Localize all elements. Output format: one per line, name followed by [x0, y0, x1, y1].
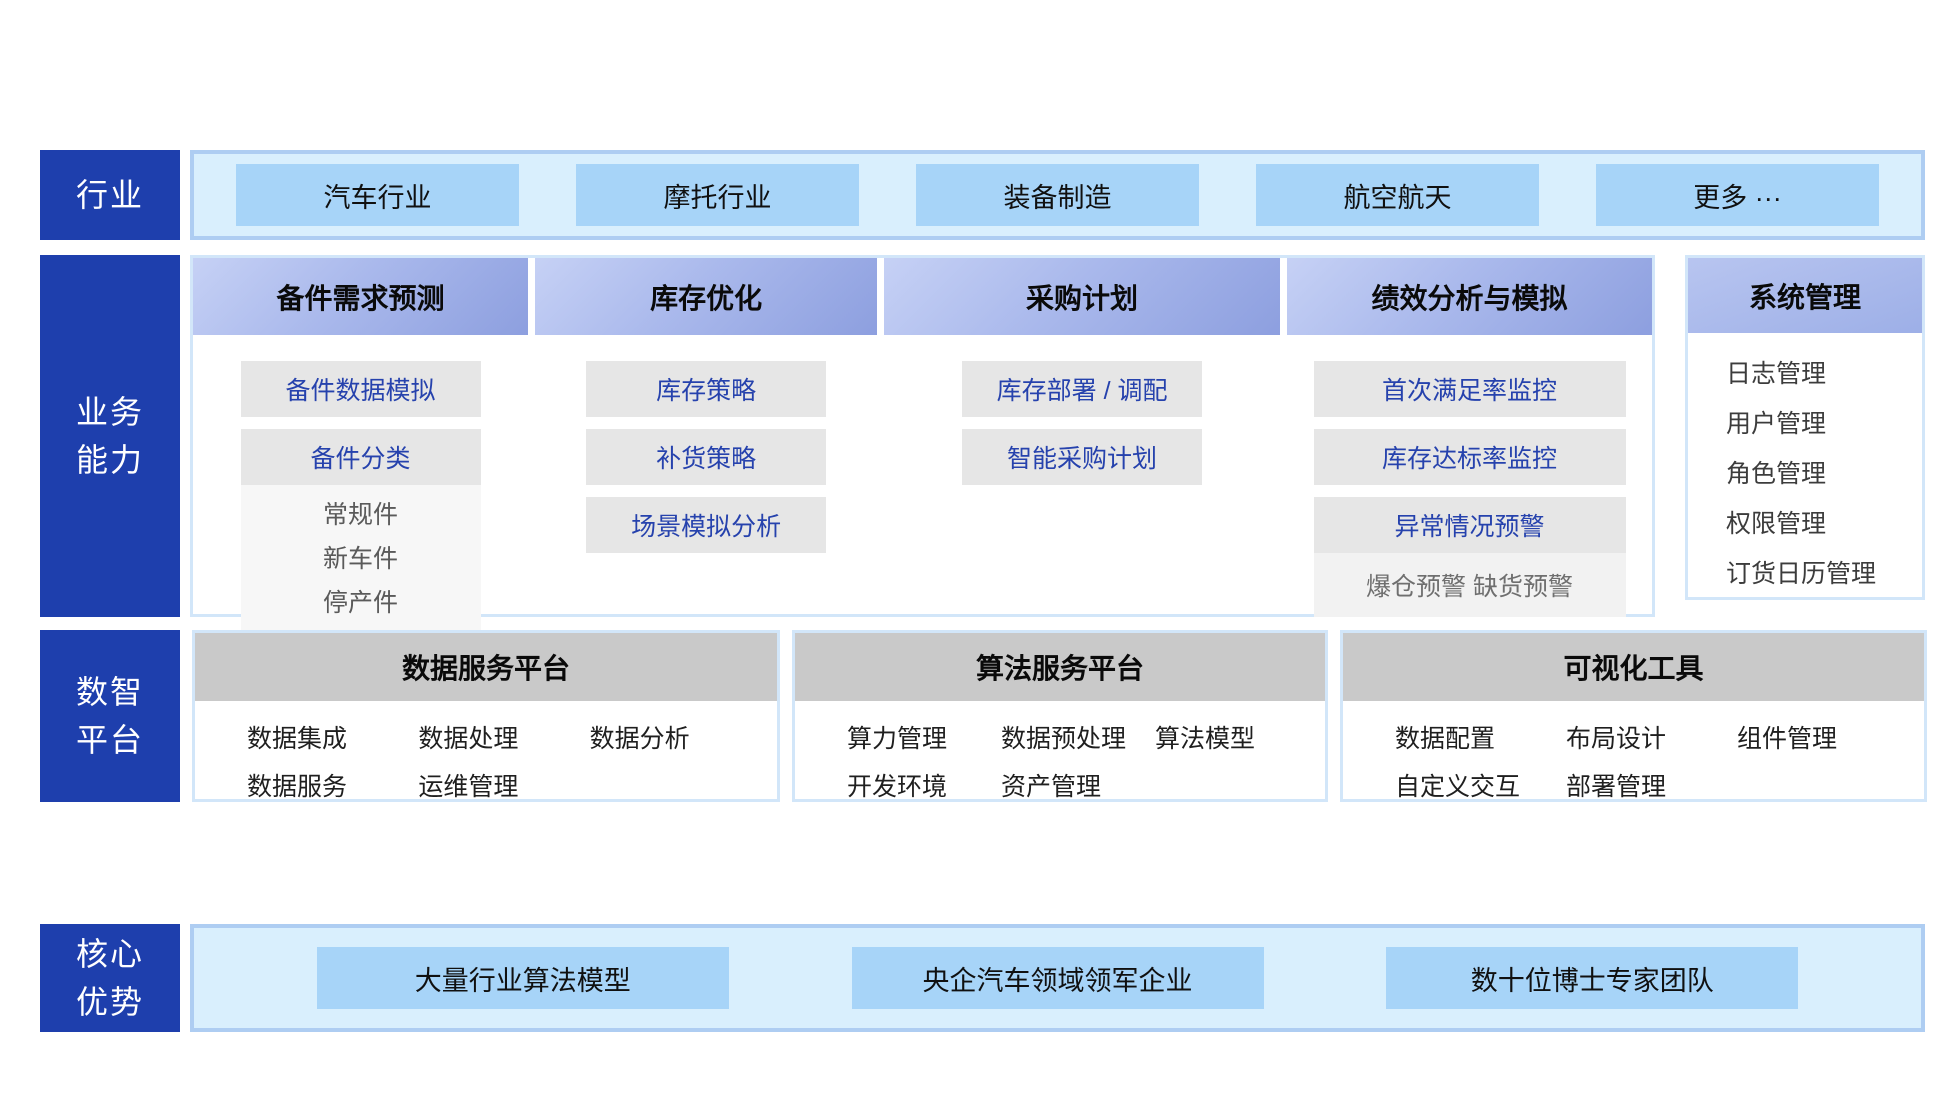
- item-dev-environment: 开发环境: [847, 773, 948, 801]
- data-service-platform-header: 数据服务平台: [195, 633, 777, 701]
- item-data-preprocessing: 数据预处理: [1001, 725, 1127, 753]
- item-component-management: 组件管理: [1737, 725, 1838, 753]
- row-label-advantage-line1: 核心: [75, 936, 144, 972]
- industry-chip-automotive: 汽车行业: [236, 164, 519, 226]
- row-label-business-line1: 业务: [75, 394, 144, 430]
- column-header-performance-analysis: 绩效分析与模拟: [1287, 258, 1652, 335]
- item-layout-design: 布局设计: [1566, 725, 1667, 753]
- item-inventory-strategy: 库存策略: [586, 361, 827, 417]
- item-data-analysis: 数据分析: [589, 725, 690, 753]
- algorithm-service-platform-header: 算法服务平台: [795, 633, 1325, 701]
- item-scenario-simulation-analysis: 场景模拟分析: [586, 497, 827, 553]
- item-first-fill-rate-monitoring: 首次满足率监控: [1313, 361, 1626, 417]
- row-label-business-capability: 业务 能力: [40, 255, 180, 617]
- column-header-inventory-optimization: 库存优化: [535, 258, 878, 335]
- item-permission-management: 权限管理: [1726, 510, 1827, 538]
- part-type-discontinued: 停产件: [323, 589, 399, 617]
- item-overstock-shortage-alert: 爆仓预警 缺货预警: [1313, 553, 1626, 617]
- core-advantages-band: 大量行业算法模型 央企汽车领域领军企业 数十位博士专家团队: [190, 924, 1925, 1032]
- column-header-spare-parts-forecast: 备件需求预测: [193, 258, 529, 335]
- row-label-business-line2: 能力: [75, 442, 144, 478]
- column-performance-analysis: 绩效分析与模拟 首次满足率监控 库存达标率监控 异常情况预警 爆仓预警 缺货预警: [1287, 258, 1652, 637]
- part-type-regular: 常规件: [323, 501, 399, 529]
- item-user-management: 用户管理: [1726, 410, 1827, 438]
- item-data-integration: 数据集成: [247, 725, 348, 753]
- row-label-digital-platform: 数智 平台: [40, 630, 180, 802]
- visualization-tools-header: 可视化工具: [1343, 633, 1924, 701]
- algorithm-service-platform-items: 算力管理 数据预处理 算法模型 开发环境 资产管理: [795, 701, 1325, 803]
- row-label-platform-line2: 平台: [75, 722, 144, 758]
- item-order-calendar-management: 订货日历管理: [1726, 560, 1877, 588]
- data-service-platform-items: 数据集成 数据处理 数据分析 数据服务 运维管理: [195, 701, 777, 803]
- column-inventory-optimization: 库存优化 库存策略 补货策略 场景模拟分析: [535, 258, 878, 637]
- item-smart-procurement-plan: 智能采购计划: [962, 429, 1203, 485]
- data-service-platform-panel: 数据服务平台 数据集成 数据处理 数据分析 数据服务 运维管理: [192, 630, 780, 802]
- item-algorithm-model: 算法模型: [1155, 725, 1256, 753]
- item-role-management: 角色管理: [1726, 460, 1827, 488]
- row-label-core-advantages: 核心 优势: [40, 924, 180, 1032]
- item-spare-parts-classification: 备件分类: [240, 429, 481, 485]
- part-type-new-vehicle: 新车件: [323, 545, 399, 573]
- industry-chip-aerospace: 航空航天: [1256, 164, 1539, 226]
- item-spare-parts-data-simulation: 备件数据模拟: [240, 361, 481, 417]
- advantage-chip-phd-team: 数十位博士专家团队: [1386, 947, 1799, 1009]
- item-data-configuration: 数据配置: [1395, 725, 1496, 753]
- row-label-platform-line1: 数智: [75, 674, 144, 710]
- item-replenishment-strategy: 补货策略: [586, 429, 827, 485]
- row-label-advantage-line2: 优势: [75, 984, 144, 1020]
- advantage-chip-algorithm-models: 大量行业算法模型: [316, 947, 729, 1009]
- row-label-industry: 行业: [40, 150, 180, 240]
- system-management-header: 系统管理: [1688, 258, 1922, 333]
- item-data-service: 数据服务: [247, 773, 348, 801]
- row-label-industry-text: 行业: [75, 177, 144, 213]
- industry-chip-motorcycle: 摩托行业: [576, 164, 859, 226]
- item-data-processing: 数据处理: [418, 725, 519, 753]
- item-inventory-deployment-allocation: 库存部署 / 调配: [962, 361, 1203, 417]
- spare-parts-type-list: 常规件 新车件 停产件: [240, 485, 481, 637]
- item-ops-management: 运维管理: [418, 773, 519, 801]
- item-compute-management: 算力管理: [847, 725, 948, 753]
- visualization-tools-items: 数据配置 布局设计 组件管理 自定义交互 部署管理: [1343, 701, 1924, 803]
- item-asset-management: 资产管理: [1001, 773, 1102, 801]
- visualization-tools-panel: 可视化工具 数据配置 布局设计 组件管理 自定义交互 部署管理: [1340, 630, 1927, 802]
- system-management-list: 日志管理 用户管理 角色管理 权限管理 订货日历管理: [1688, 333, 1922, 599]
- column-procurement-plan: 采购计划 库存部署 / 调配 智能采购计划: [884, 258, 1280, 637]
- industry-chip-more: 更多 ···: [1596, 164, 1879, 226]
- advantage-chip-leading-enterprise: 央企汽车领域领军企业: [851, 947, 1264, 1009]
- column-header-procurement-plan: 采购计划: [884, 258, 1280, 335]
- industry-band: 汽车行业 摩托行业 装备制造 航空航天 更多 ···: [190, 150, 1925, 240]
- item-abnormal-situation-alert: 异常情况预警: [1313, 497, 1626, 553]
- item-log-management: 日志管理: [1726, 360, 1827, 388]
- item-inventory-target-rate-monitoring: 库存达标率监控: [1313, 429, 1626, 485]
- algorithm-service-platform-panel: 算法服务平台 算力管理 数据预处理 算法模型 开发环境 资产管理: [792, 630, 1328, 802]
- item-deployment-management: 部署管理: [1566, 773, 1667, 801]
- system-management-panel: 系统管理 日志管理 用户管理 角色管理 权限管理 订货日历管理: [1685, 255, 1925, 600]
- item-custom-interaction: 自定义交互: [1395, 773, 1521, 801]
- business-capability-panel: 备件需求预测 备件数据模拟 备件分类 常规件 新车件 停产件 库存优化 库存策略…: [190, 255, 1655, 637]
- column-spare-parts-forecast: 备件需求预测 备件数据模拟 备件分类 常规件 新车件 停产件: [193, 258, 529, 637]
- industry-chip-equipment: 装备制造: [916, 164, 1199, 226]
